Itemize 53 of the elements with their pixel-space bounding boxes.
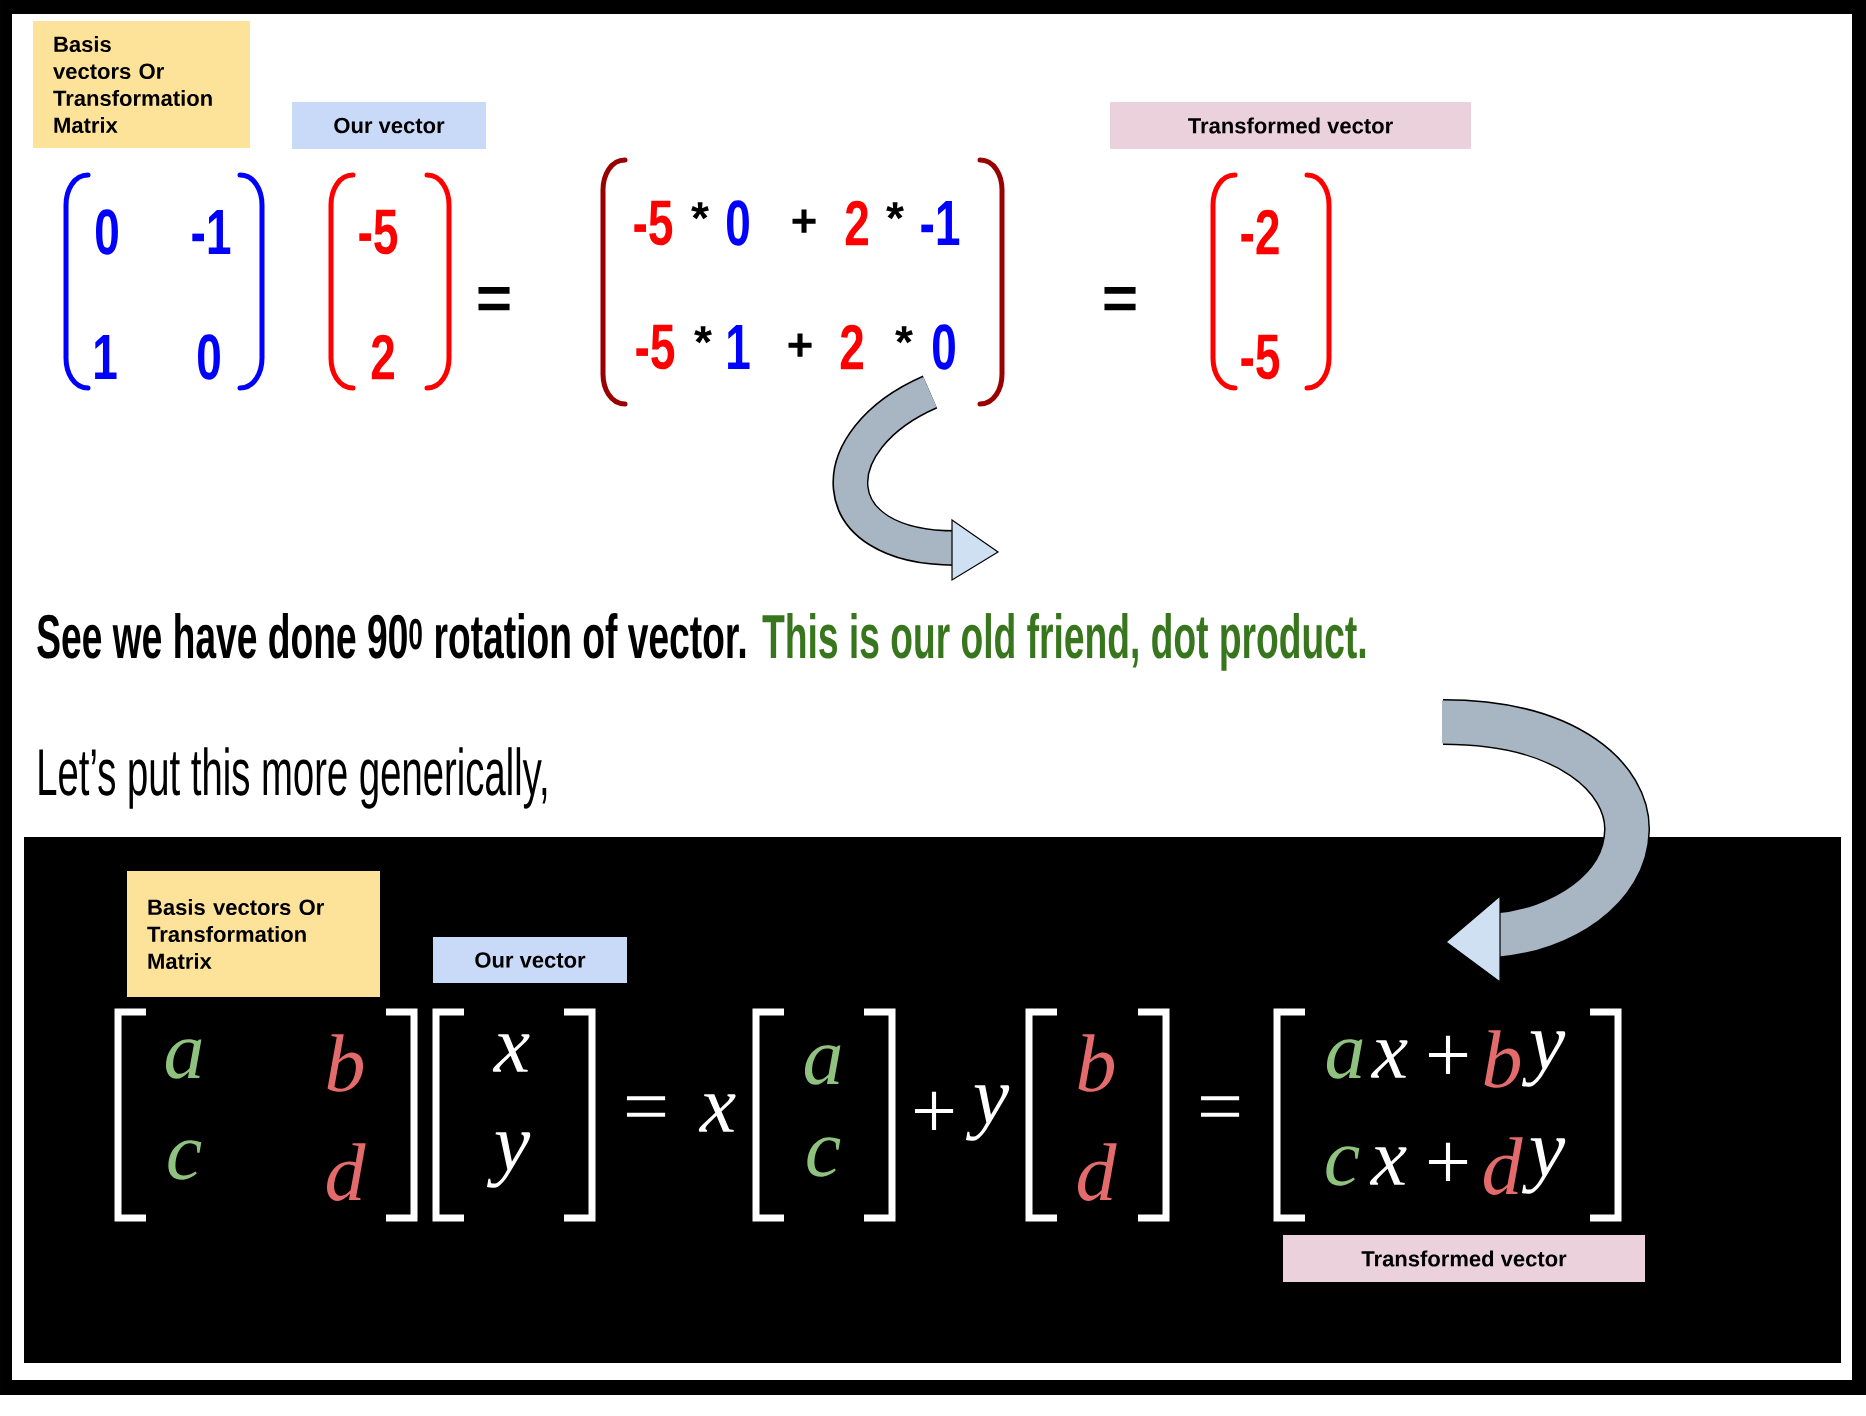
matrix-entry: a: [804, 1045, 841, 1085]
label-box: Basis vectors Or Transformation Matrix: [33, 21, 250, 148]
matrix-entry: -2: [1241, 209, 1279, 255]
matrix-entry: 0: [933, 324, 955, 370]
sentence: Let’s put this more generically,: [39, 747, 547, 809]
matrix-entry: b: [1484, 1030, 1521, 1088]
matrix-entry: -5: [1241, 334, 1280, 380]
matrix-entry: 1: [728, 325, 750, 369]
matrix-entry: -5: [359, 209, 398, 255]
matrix-entry: 2: [840, 324, 863, 370]
label-box: Our vector: [292, 102, 486, 149]
label-box: Transformed vector: [1283, 1235, 1645, 1282]
operator-sign: +: [792, 209, 816, 233]
label-box: Our vector: [433, 937, 627, 983]
matrix-entry: 2: [371, 334, 394, 380]
variable: x: [1370, 1040, 1408, 1078]
matrix-entry: b: [1078, 1034, 1115, 1092]
matrix-entry: 2: [845, 200, 868, 246]
variable: y: [965, 1085, 1010, 1141]
matrix-entry: b: [327, 1034, 364, 1092]
variable: y: [486, 1132, 531, 1188]
label-box: Transformed vector: [1110, 102, 1471, 149]
operator-sign: *: [694, 326, 712, 344]
matrix-entry: c: [807, 1137, 841, 1177]
matrix-entry: d: [327, 1143, 366, 1201]
operator-sign: +: [1428, 1035, 1468, 1075]
operator-sign: +: [914, 1091, 954, 1131]
matrix-entry: -1: [921, 201, 960, 245]
variable: x: [492, 1034, 530, 1072]
sentence: See we have done 90$^{0}$ rotation of vector.: [37, 613, 746, 659]
matrix-entry: 0: [727, 200, 749, 246]
equals-sign: =: [1104, 286, 1136, 311]
matrix-entry: d: [1078, 1143, 1117, 1201]
sentence: This is our old friend, dot product.: [762, 613, 1366, 671]
operator-sign: *: [691, 202, 709, 220]
matrix-entry: a: [1326, 1039, 1363, 1079]
matrix-entry: 0: [198, 334, 220, 380]
operator-sign: =: [626, 1096, 666, 1117]
variable: y: [1521, 1031, 1566, 1087]
label-box: Basis vectors Or Transformation Matrix: [127, 871, 380, 997]
matrix-entry: c: [168, 1140, 202, 1180]
matrix-entry: 0: [96, 209, 118, 255]
operator-sign: *: [886, 202, 904, 220]
equals-sign: =: [478, 286, 510, 311]
operator-sign: *: [895, 326, 913, 344]
variable: x: [698, 1094, 736, 1132]
matrix-entry: -5: [634, 200, 673, 246]
operator-sign: +: [788, 333, 812, 357]
matrix-entry: a: [165, 1039, 202, 1079]
matrix-entry: -5: [636, 324, 675, 370]
operator-sign: =: [1200, 1096, 1240, 1117]
matrix-entry: -1: [192, 210, 231, 254]
matrix-entry: 1: [95, 335, 117, 379]
